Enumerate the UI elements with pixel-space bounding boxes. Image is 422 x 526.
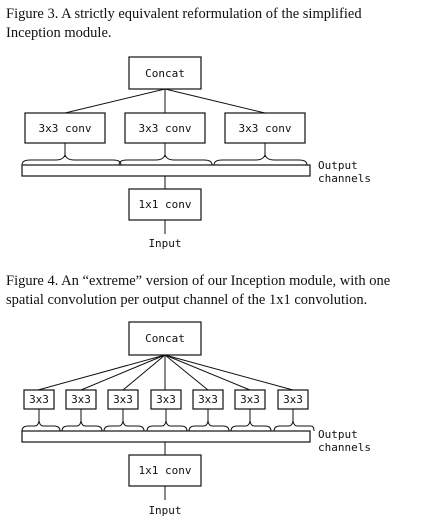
figure-4-conv-label: 3x3 [198, 393, 218, 406]
figure-3-conv-box [24, 112, 106, 144]
figure-3-channel-brace [118, 153, 213, 166]
figure-4-concat-box [128, 321, 202, 356]
figure-3-caption: Figure 3. A strictly equivalent reformul… [6, 6, 362, 41]
figure-4-edge [122, 354, 166, 391]
figure-4-channel-brace [188, 420, 230, 432]
figure-4-pointwise-conv-box [128, 454, 202, 487]
figure-4-caption: Figure 4. An “extreme” version of our In… [6, 273, 391, 308]
figure-4-edge [164, 354, 294, 391]
figure-3-conv-label: 3x3 conv [139, 122, 192, 135]
figure-3-conv-label: 3x3 conv [39, 122, 92, 135]
figure-4-pointwise-conv-label: 1x1 conv [139, 464, 192, 477]
figure-4-conv-label: 3x3 [113, 393, 133, 406]
figure-4-conv-label: 3x3 [156, 393, 176, 406]
figure-3-pointwise-conv-box [128, 188, 202, 221]
figure-4-diagram: Concat 3x3 3x3 3x3 3x3 3x3 3x3 3x3 [21, 321, 371, 517]
figure-4-channel-brace [103, 420, 145, 432]
figure-4-channel-brace [146, 420, 188, 432]
figure-4-channel-brace [273, 420, 315, 432]
figure-3-channel-brace [21, 153, 122, 166]
figure-4-edge [37, 354, 166, 391]
figure-4-conv-label: 3x3 [283, 393, 303, 406]
figure-4-output-label: channels [318, 441, 371, 454]
figure-4-channel-brace [230, 420, 272, 432]
figure-3-channel-brace [213, 153, 308, 166]
figure-4-output-label: Output [318, 428, 358, 441]
figure-4-edge [164, 354, 209, 391]
figure-4-conv-label: 3x3 [240, 393, 260, 406]
figure-3-output-label: Output [318, 159, 358, 172]
figure-3-edge [64, 88, 166, 114]
figure-3-output-label: channels [318, 172, 371, 185]
figure-3-diagram: Concat 3x3 conv 3x3 conv 3x3 conv Output… [21, 56, 371, 250]
figure-3-output-channels-bar [21, 164, 311, 177]
figure-4-channel-brace [61, 420, 103, 432]
figure-4-input-label: Input [148, 504, 181, 517]
figure-4-output-channels-bar [21, 430, 311, 443]
figure-4-conv-label: 3x3 [71, 393, 91, 406]
figure-3-concat-box [128, 56, 202, 90]
figure-4-channel-brace [21, 420, 61, 432]
figure-4-edge [164, 354, 251, 391]
figure-4-conv-label: 3x3 [29, 393, 49, 406]
figure-3-input-label: Input [148, 237, 181, 250]
figure-3-conv-label: 3x3 conv [239, 122, 292, 135]
figure-3-pointwise-conv-label: 1x1 conv [139, 198, 192, 211]
figure-3-concat-label: Concat [145, 67, 185, 80]
figure-3-conv-box [124, 112, 206, 144]
figure-4-concat-label: Concat [145, 332, 185, 345]
figure-4-edge [80, 354, 166, 391]
figure-3-edge [164, 88, 266, 114]
